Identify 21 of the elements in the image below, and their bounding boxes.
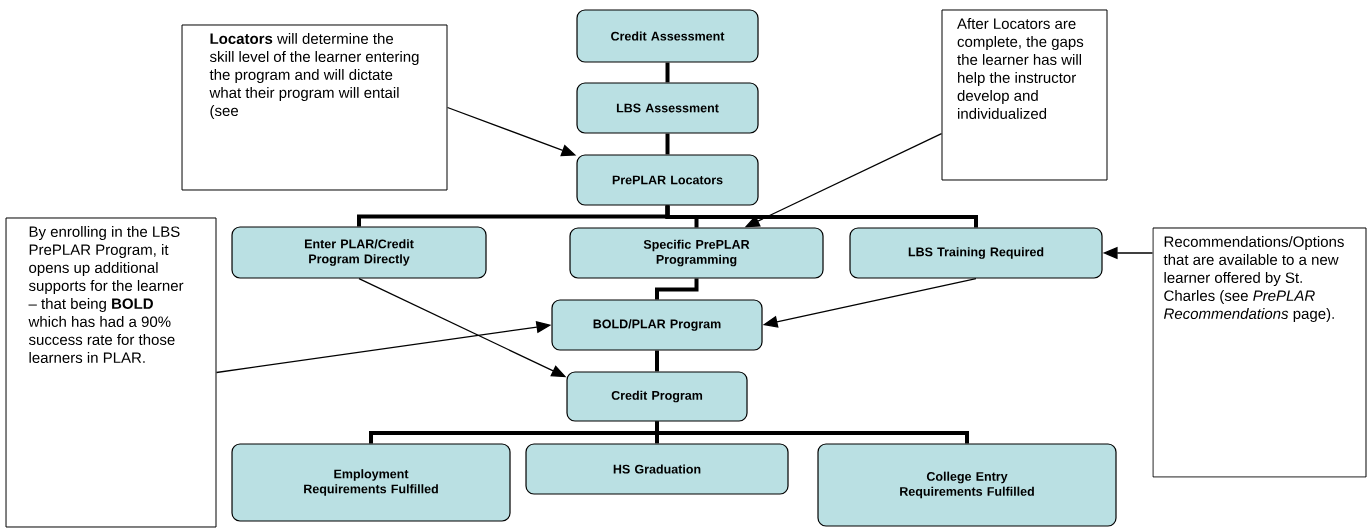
callout-box: After Locators are complete, the gaps the learner has will help the instructor develop and individualized: [941, 9, 1108, 181]
connector-line: [665, 133, 670, 155]
process-box: PrePLAR Locators: [576, 154, 759, 206]
callout-box: By enrolling in the LBS PrePLAR Program, it opens up additional supports for the learner – that being BOLD which has had a 90% success rate for those learners in PLAR.: [5, 217, 217, 528]
process-box: Specific PrePLAR Programming: [569, 227, 824, 279]
process-box: College Entry Requirements Fulfilled: [817, 443, 1117, 527]
process-box: Enter PLAR/Credit Program Directly: [231, 226, 487, 279]
process-box: BOLD/PLAR Program: [551, 299, 763, 351]
callout-box: Locators will determine the skill level of the learner entering the program and will dictate what their program will entail (see: [181, 24, 448, 191]
connector-line: [665, 205, 978, 228]
process-box: LBS Training Required: [849, 227, 1103, 279]
process-box: HS Graduation: [525, 443, 789, 495]
connector-line: [665, 62, 670, 83]
process-box: Employment Requirements Fulfilled: [231, 443, 511, 522]
connector-line: [655, 421, 969, 444]
process-box: LBS Assessment: [576, 82, 759, 134]
process-box: Credit Assessment: [576, 9, 759, 63]
connector-line: [655, 278, 699, 300]
process-box: Credit Program: [566, 371, 748, 422]
callout-box: Recommendations/Options that are available to a new learner offered by St. Charles (see PrePLAR Recommendations page).: [1152, 227, 1367, 478]
connector-line: [655, 350, 659, 372]
